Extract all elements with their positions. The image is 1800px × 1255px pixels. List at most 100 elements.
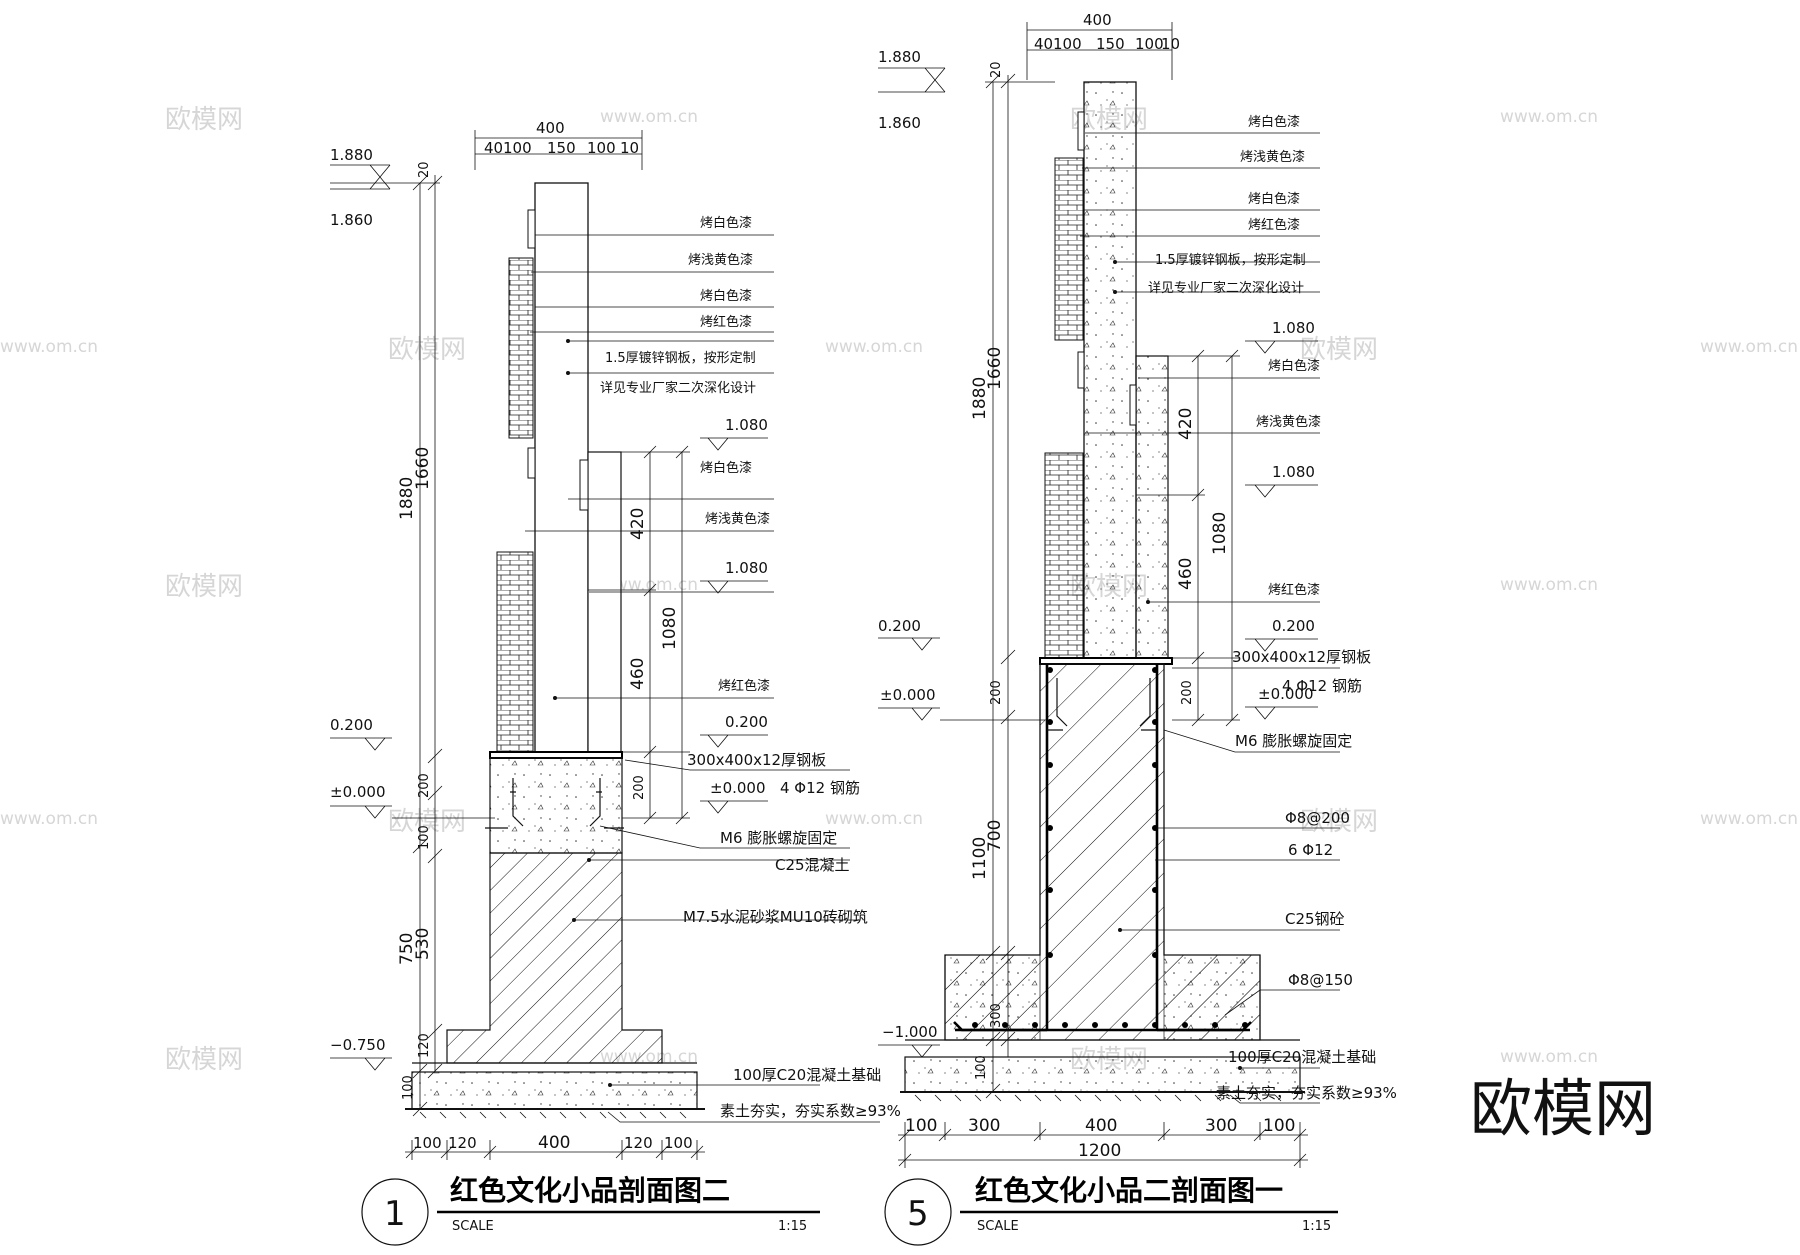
s5-bracket	[1077, 351, 1085, 389]
s5-dim-top-part: 40	[1034, 35, 1053, 53]
s1-elevation: 1.880	[330, 146, 373, 164]
s1-bottom-dimensions: 100 120 400 120 100	[405, 1133, 705, 1160]
watermark-url: www.om.cn	[1700, 337, 1798, 357]
s1-elevation: ±0.000	[330, 783, 386, 801]
s1-dim-left-inner: 530	[413, 928, 433, 960]
watermark-logo: 欧模网	[1300, 807, 1378, 837]
s1-bracket	[579, 459, 589, 511]
s5-dim-left: 100	[974, 1055, 989, 1080]
s1-dim-right: 200	[632, 775, 647, 800]
watermark-url: www.om.cn	[1700, 809, 1798, 829]
s5-label: 烤浅黄色漆	[1240, 149, 1305, 165]
s1-bracket	[527, 209, 536, 249]
s1-brick-strip-upper	[508, 257, 534, 439]
s5-scale-value: 1:15	[1302, 1219, 1331, 1234]
s1-bracket	[527, 447, 536, 479]
s5-label: 详见专业厂家二次深化设计	[1148, 280, 1304, 296]
s1-right-dimensions: 420 1080 460 200	[588, 445, 690, 825]
s5-label: 烤红色漆	[1248, 217, 1300, 233]
s1-dim-right: 420	[628, 508, 648, 540]
s5-dim-bottom: 100	[905, 1116, 937, 1136]
s5-lower-panel	[1135, 355, 1169, 661]
s1-dim-top-part: 150	[547, 139, 576, 157]
section-5-drawing: 400 40 100 150 100 10	[878, 11, 1397, 1246]
s5-elevations-right: 1.080 1.080 0.200 ±0.000	[1245, 319, 1318, 720]
s1-label: 烤浅黄色漆	[705, 511, 770, 527]
watermark-logo: 欧模网	[388, 335, 466, 365]
watermark-url: www.om.cn	[825, 337, 923, 357]
s1-label: M6 膨胀螺旋固定	[720, 829, 837, 847]
s1-label: 烤红色漆	[718, 678, 770, 694]
s1-dim-left-inner: 100	[417, 825, 432, 850]
s5-label: 烤浅黄色漆	[1256, 414, 1321, 430]
s5-elevations-left: 1.880 1.860 0.200 ±0.000 −1.000	[878, 48, 1045, 1058]
s1-dim-top-part: 100	[503, 139, 532, 157]
s5-dim-left-inner: 200	[989, 680, 1004, 705]
s5-bracket	[1077, 111, 1085, 151]
s5-dim-bottom: 400	[1085, 1116, 1117, 1136]
s1-leaders: 烤白色漆 烤浅黄色漆 烤白色漆 烤红色漆 1.5厚镀锌钢板，按形定制 详见专业厂…	[525, 215, 901, 1123]
s1-dim-right: 460	[628, 658, 648, 690]
s1-section-number: 1	[384, 1194, 406, 1234]
s5-label: 烤白色漆	[1248, 114, 1300, 130]
s1-label: M7.5水泥砂浆MU10砖砌筑	[683, 908, 868, 926]
s5-dim-left-inner: 700	[985, 820, 1005, 852]
s1-top-dimensions: 400 40 100 150 100 10	[474, 119, 643, 170]
s5-dim-left-inner: 20	[989, 61, 1004, 78]
watermark-url: www.om.cn	[0, 809, 98, 829]
s5-elevation: ±0.000	[1258, 685, 1314, 703]
s5-dim-bottom: 300	[1205, 1116, 1237, 1136]
watermark-logo: 欧模网	[165, 105, 243, 135]
s5-label: 6 Φ12	[1288, 841, 1333, 859]
s1-label: 素土夯实，夯实系数≥93%	[720, 1102, 901, 1120]
s1-label: 100厚C20混凝土基础	[733, 1066, 881, 1084]
s1-scale-label: SCALE	[452, 1219, 494, 1234]
s5-dim-bottom-total: 1200	[1078, 1141, 1121, 1161]
s5-leaders: 烤白色漆 烤浅黄色漆 烤白色漆 烤红色漆 1.5厚镀锌钢板，按形定制 详见专业厂…	[1080, 114, 1397, 1104]
s1-label: 烤白色漆	[700, 215, 752, 231]
s5-elevation: ±0.000	[880, 686, 936, 704]
section-1-drawing: 400 40 100 150 100 10	[330, 119, 901, 1246]
s5-label: 素土夯实，夯实系数≥93%	[1216, 1084, 1397, 1102]
s1-elevation: 1.080	[725, 559, 768, 577]
s1-section-marker	[361, 1178, 429, 1246]
s5-dim-top-total: 400	[1083, 11, 1112, 29]
s1-label: C25混凝土	[775, 856, 850, 874]
s5-brick-strip-lower	[1044, 452, 1084, 659]
s5-elevation: 1.880	[878, 48, 921, 66]
s5-rebar-dots	[972, 667, 1248, 1028]
s5-elevation: 1.860	[878, 114, 921, 132]
s5-left-dimensions: 1880 1100 100 20 1660 200 700 300	[970, 61, 1055, 1099]
s1-dim-left-inner: 1660	[413, 447, 433, 490]
s1-lower-panel	[587, 451, 622, 753]
s1-elevation: 1.860	[330, 211, 373, 229]
s5-dim-top-part: 100	[1053, 35, 1082, 53]
s1-left-dimensions: 1880 750 100 20 1660 200 100 530 120	[330, 161, 443, 1117]
watermark-logo: 欧模网	[165, 1045, 243, 1075]
s1-label: 4 Φ12 钢筋	[780, 779, 860, 797]
s5-dim-right: 200	[1180, 680, 1195, 705]
s5-column	[1083, 81, 1137, 661]
s1-elevation: 0.200	[330, 716, 373, 734]
s1-brick-strip-lower	[496, 551, 534, 753]
s5-elevation: −1.000	[882, 1023, 938, 1041]
watermark-logo: 欧模网	[388, 807, 466, 837]
s5-elevation: 0.200	[878, 617, 921, 635]
s5-elevation: 1.080	[1272, 463, 1315, 481]
s5-label: M6 膨胀螺旋固定	[1235, 732, 1352, 750]
watermark-url: www.om.cn	[825, 809, 923, 829]
s5-brick-strip-upper	[1054, 157, 1084, 341]
s1-dim-left-inner: 120	[417, 1033, 432, 1058]
s1-scale-value: 1:15	[778, 1219, 807, 1234]
s1-dim-left: 750	[397, 933, 417, 965]
s1-dim-top-part: 10	[620, 139, 639, 157]
s5-label: 100厚C20混凝土基础	[1228, 1048, 1376, 1066]
s1-label: 详见专业厂家二次深化设计	[600, 380, 756, 396]
s5-dim-bottom: 100	[1263, 1116, 1295, 1136]
watermark-url: www.om.cn	[0, 337, 98, 357]
s1-label: 300x400x12厚钢板	[687, 751, 826, 769]
s1-elevation: 0.200	[725, 713, 768, 731]
s5-scale-label: SCALE	[977, 1219, 1019, 1234]
s1-elevations-left: 1.880 1.860 0.200 ±0.000 −0.750	[330, 146, 495, 1071]
